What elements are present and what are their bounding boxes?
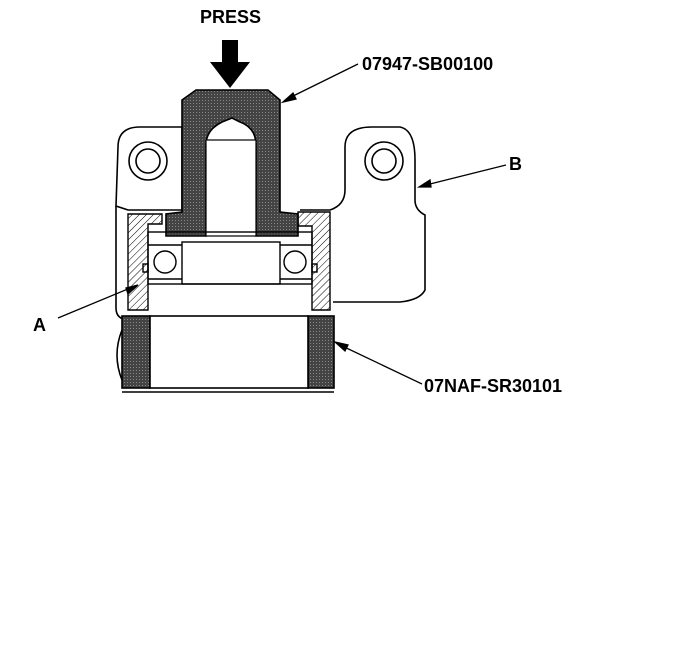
left-lug-hole xyxy=(128,141,168,181)
arrow-down-icon xyxy=(210,40,250,88)
upper-driver-tool xyxy=(165,89,299,237)
part-a-label: A xyxy=(33,315,46,335)
press-label: PRESS xyxy=(200,7,262,27)
lower-tool-part-number: 07NAF-SR30101 xyxy=(424,376,563,396)
part-b-label: B xyxy=(509,154,522,174)
upper-tool-part-number: 07947-SB00100 xyxy=(362,54,494,74)
leader-lines xyxy=(57,63,507,385)
right-lug-hole xyxy=(364,141,404,181)
bearing xyxy=(142,231,318,285)
lower-support-tool xyxy=(116,315,335,393)
